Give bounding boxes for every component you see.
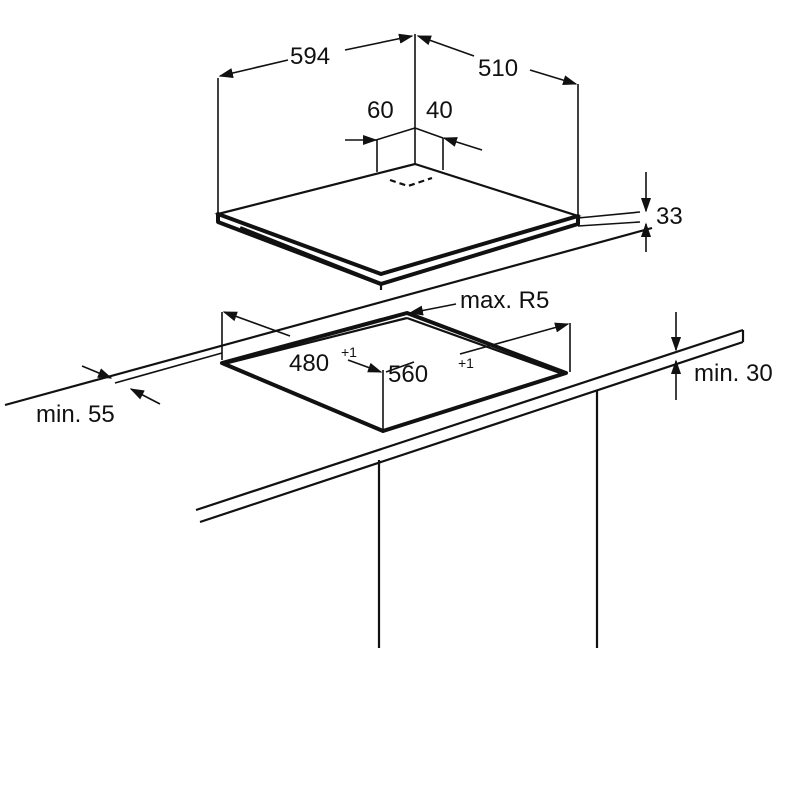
hob-height-label: 33 <box>656 203 683 230</box>
hob-width-dimension: 594 <box>217 33 416 214</box>
hob-body-edge <box>216 212 580 286</box>
worktop-thickness-label: min. 30 <box>694 360 773 387</box>
cutout-width-tolerance: +1 <box>458 355 474 371</box>
hob-top-surface <box>214 162 582 276</box>
front-clearance-dimension: min. 55 <box>36 365 161 428</box>
cutout-width-dimension: 560 +1 <box>221 311 571 388</box>
hob-appliance <box>214 162 582 290</box>
hob-height-dimension: 33 <box>577 172 683 252</box>
worktop <box>4 226 745 524</box>
cutout-depth-label: 480 <box>289 350 329 377</box>
cutout-radius-label: max. R5 <box>460 287 549 314</box>
worktop-cutout <box>220 311 568 433</box>
cutout-depth-dimension: 480 +1 <box>289 344 415 431</box>
hob-offset-left-label: 60 <box>367 97 394 124</box>
hob-hidden-corner <box>389 176 433 188</box>
hob-offset-right-label: 40 <box>426 97 453 124</box>
worktop-thickness-dimension: min. 30 <box>670 312 773 400</box>
hob-depth-label: 510 <box>478 55 518 82</box>
cabinet <box>377 390 599 648</box>
cutout-radius-dimension: max. R5 <box>408 287 549 316</box>
cutout-depth-tolerance: +1 <box>341 344 357 360</box>
front-clearance-label: min. 55 <box>36 401 115 428</box>
hob-width-label: 594 <box>290 43 330 70</box>
cutout-width-label: 560 <box>388 361 428 388</box>
hob-depth-dimension: 510 <box>416 35 579 216</box>
hob-offset-dimension: 60 40 <box>345 97 483 172</box>
